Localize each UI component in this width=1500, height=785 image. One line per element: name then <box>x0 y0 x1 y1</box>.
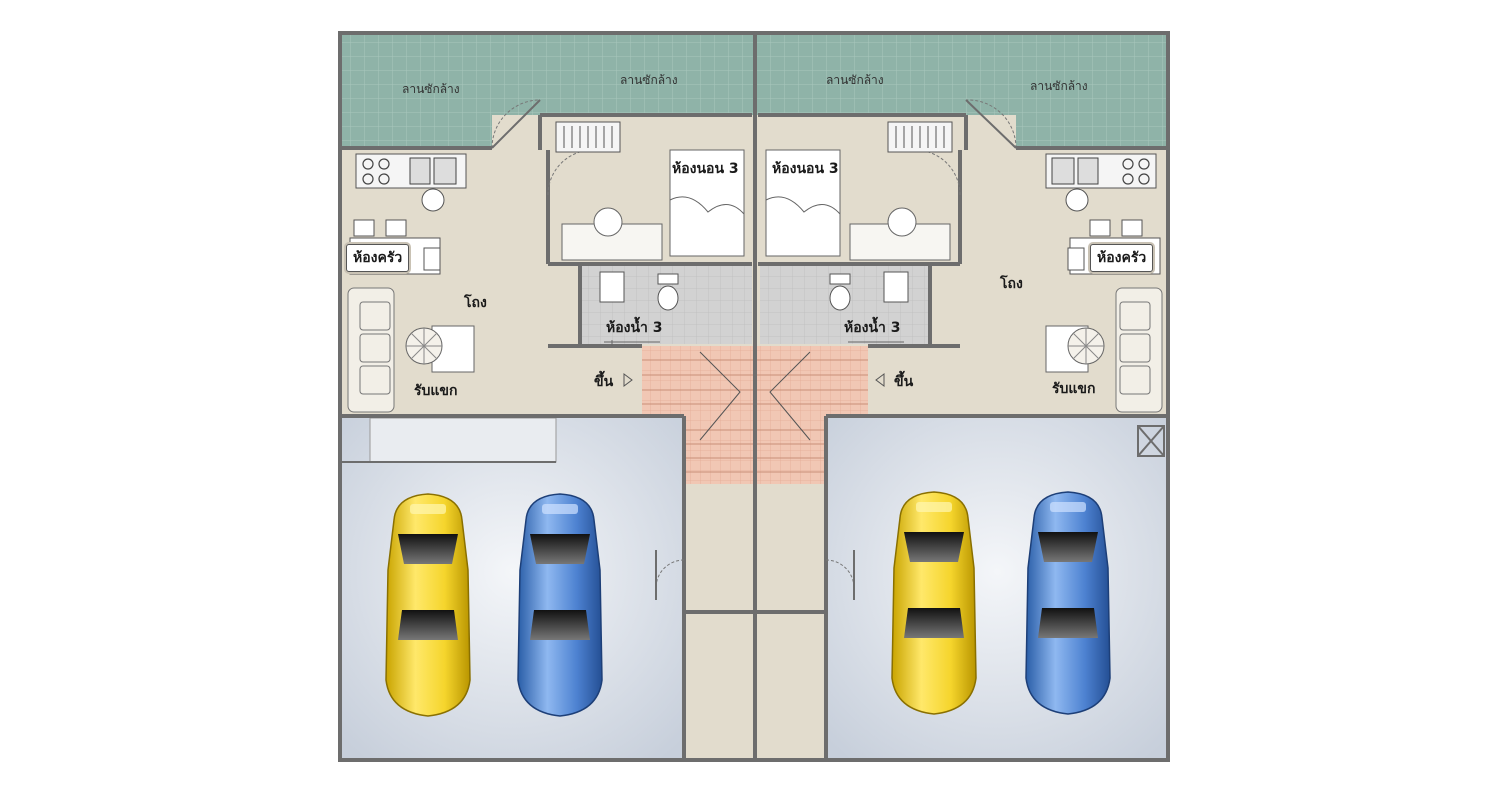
room-label-laundry: ลานซักล้าง <box>620 73 678 87</box>
sofa-icon <box>347 287 1163 413</box>
room-label-laundry: ลานซักล้าง <box>1030 79 1088 93</box>
room-label-bedroom: ห้องนอน 3 <box>772 161 839 177</box>
stairs-arrow-icon <box>623 373 885 387</box>
walls <box>338 31 1170 762</box>
room-label-bathroom: ห้องน้ำ 3 <box>606 320 663 336</box>
room-label-guest: รับแขก <box>1052 381 1096 397</box>
room-label-bedroom: ห้องนอน 3 <box>672 161 739 177</box>
bed-icon <box>669 149 841 257</box>
room-label-guest: รับแขก <box>414 383 458 399</box>
room-label-kitchen: ห้องครัว <box>346 244 410 272</box>
toilet-icon <box>599 271 909 311</box>
room-label-living: โถง <box>1000 276 1023 292</box>
room-label-kitchen: ห้องครัว <box>1090 244 1154 272</box>
room-label-living: โถง <box>464 295 487 311</box>
stairs-up-label: ขึ้น <box>594 374 614 390</box>
stairs-up-label: ขึ้น <box>894 374 914 390</box>
room-label-laundry: ลานซักล้าง <box>402 82 460 96</box>
room-label-bathroom: ห้องน้ำ 3 <box>844 320 901 336</box>
stove-icon <box>362 158 1150 185</box>
car-icon <box>385 491 1111 717</box>
sink-icon <box>409 157 1099 185</box>
room-label-laundry: ลานซักล้าง <box>826 73 884 87</box>
garage-right <box>826 418 1168 760</box>
